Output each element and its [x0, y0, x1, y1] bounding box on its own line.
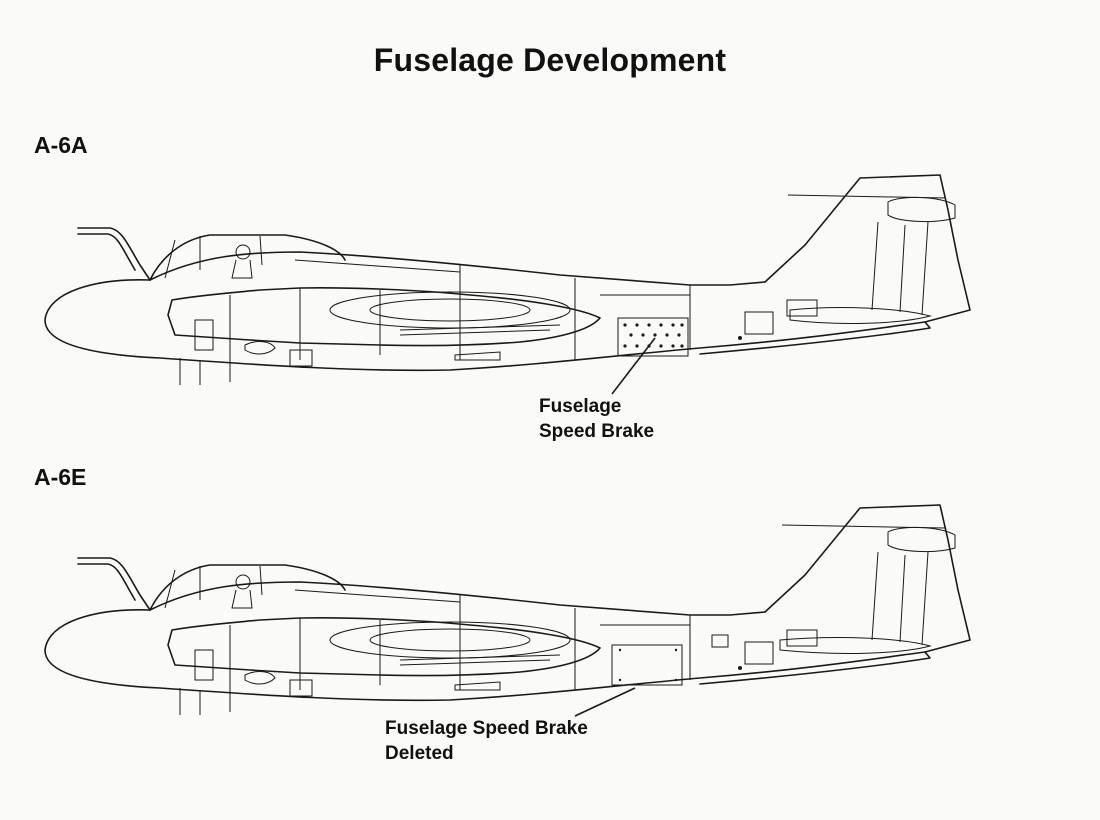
aircraft-drawing-a6e — [44, 504, 971, 715]
panel-lines — [179, 589, 818, 715]
leader-line-a6a — [611, 337, 656, 395]
plain-panel-no-speed-brake — [611, 644, 683, 686]
callout-line-2: Speed Brake — [539, 421, 655, 442]
variant-label-a6a: A-6A — [34, 132, 88, 158]
panel-lines — [179, 259, 818, 385]
callout-line-2: Deleted — [385, 743, 454, 764]
aircraft-drawing-a6a — [44, 174, 971, 385]
leader-line-a6e — [574, 687, 636, 717]
diagram-title: Fuselage Development — [373, 42, 727, 78]
callout-line-1: Fuselage — [539, 396, 622, 417]
intake-and-wing-root — [167, 287, 601, 370]
variant-label-a6e: A-6E — [34, 464, 87, 490]
callout-speed-brake-deleted: Fuselage Speed Brake Deleted — [385, 716, 588, 766]
callout-line-1: Fuselage Speed Brake — [385, 718, 588, 739]
fuselage-outline — [44, 504, 971, 702]
fuselage-outline — [44, 174, 971, 372]
intake-and-wing-root — [167, 617, 601, 700]
speed-brake-panel — [617, 317, 689, 357]
callout-speed-brake: Fuselage Speed Brake — [539, 394, 654, 444]
